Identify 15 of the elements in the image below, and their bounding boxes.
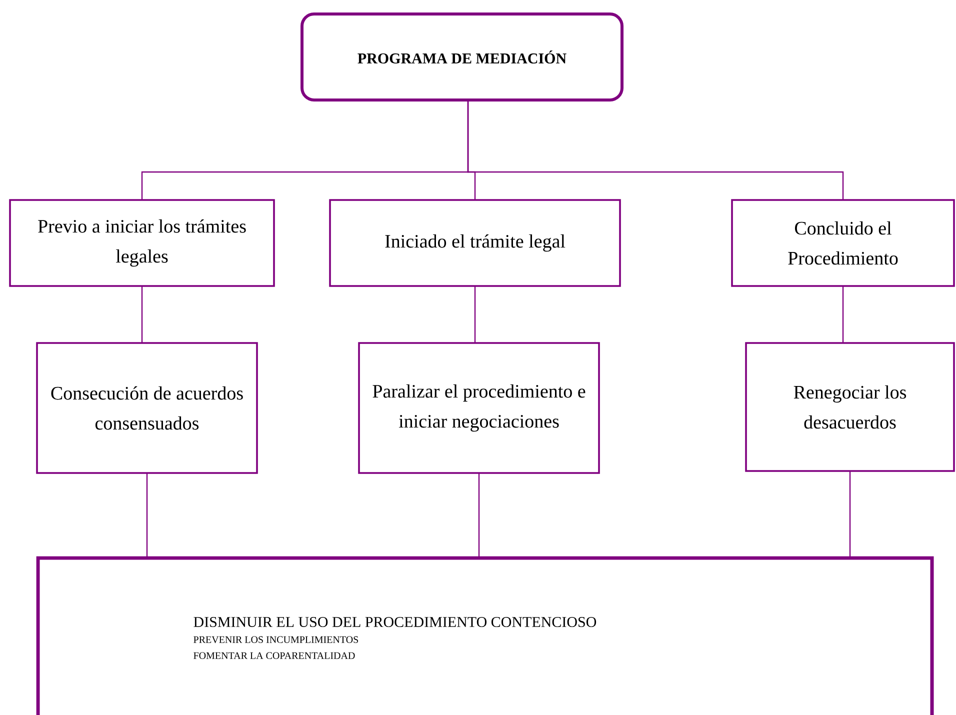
connector-line <box>474 286 476 343</box>
stage-box: Paralizar el procedimiento e iniciar negociaciones <box>358 342 600 474</box>
stage-box: Previo a iniciar los trámites legales <box>9 199 275 287</box>
stage-box: Consecución de acuerdos consensuados <box>36 342 258 474</box>
title-box: PROGRAMA DE MEDIACIÓN <box>300 12 624 102</box>
connector-line <box>146 473 148 558</box>
stage-box: Renegociar los desacuerdos <box>745 342 955 472</box>
connector-line <box>467 100 844 200</box>
stage-box: Iniciado el trámite legal <box>329 199 621 287</box>
goals-box: DISMINUIR EL USO DEL PROCEDIMIENTO CONTENCIOSO PREVENIR LOS INCUMPLIMIENTOS FOMENTAR LA COPARENTALIDAD <box>36 556 934 715</box>
connector-line <box>478 473 480 558</box>
connector-line <box>842 286 844 343</box>
connector-line <box>141 286 143 343</box>
stage-box: Concluido el Procedimiento <box>731 199 955 287</box>
connector-line <box>849 471 851 558</box>
